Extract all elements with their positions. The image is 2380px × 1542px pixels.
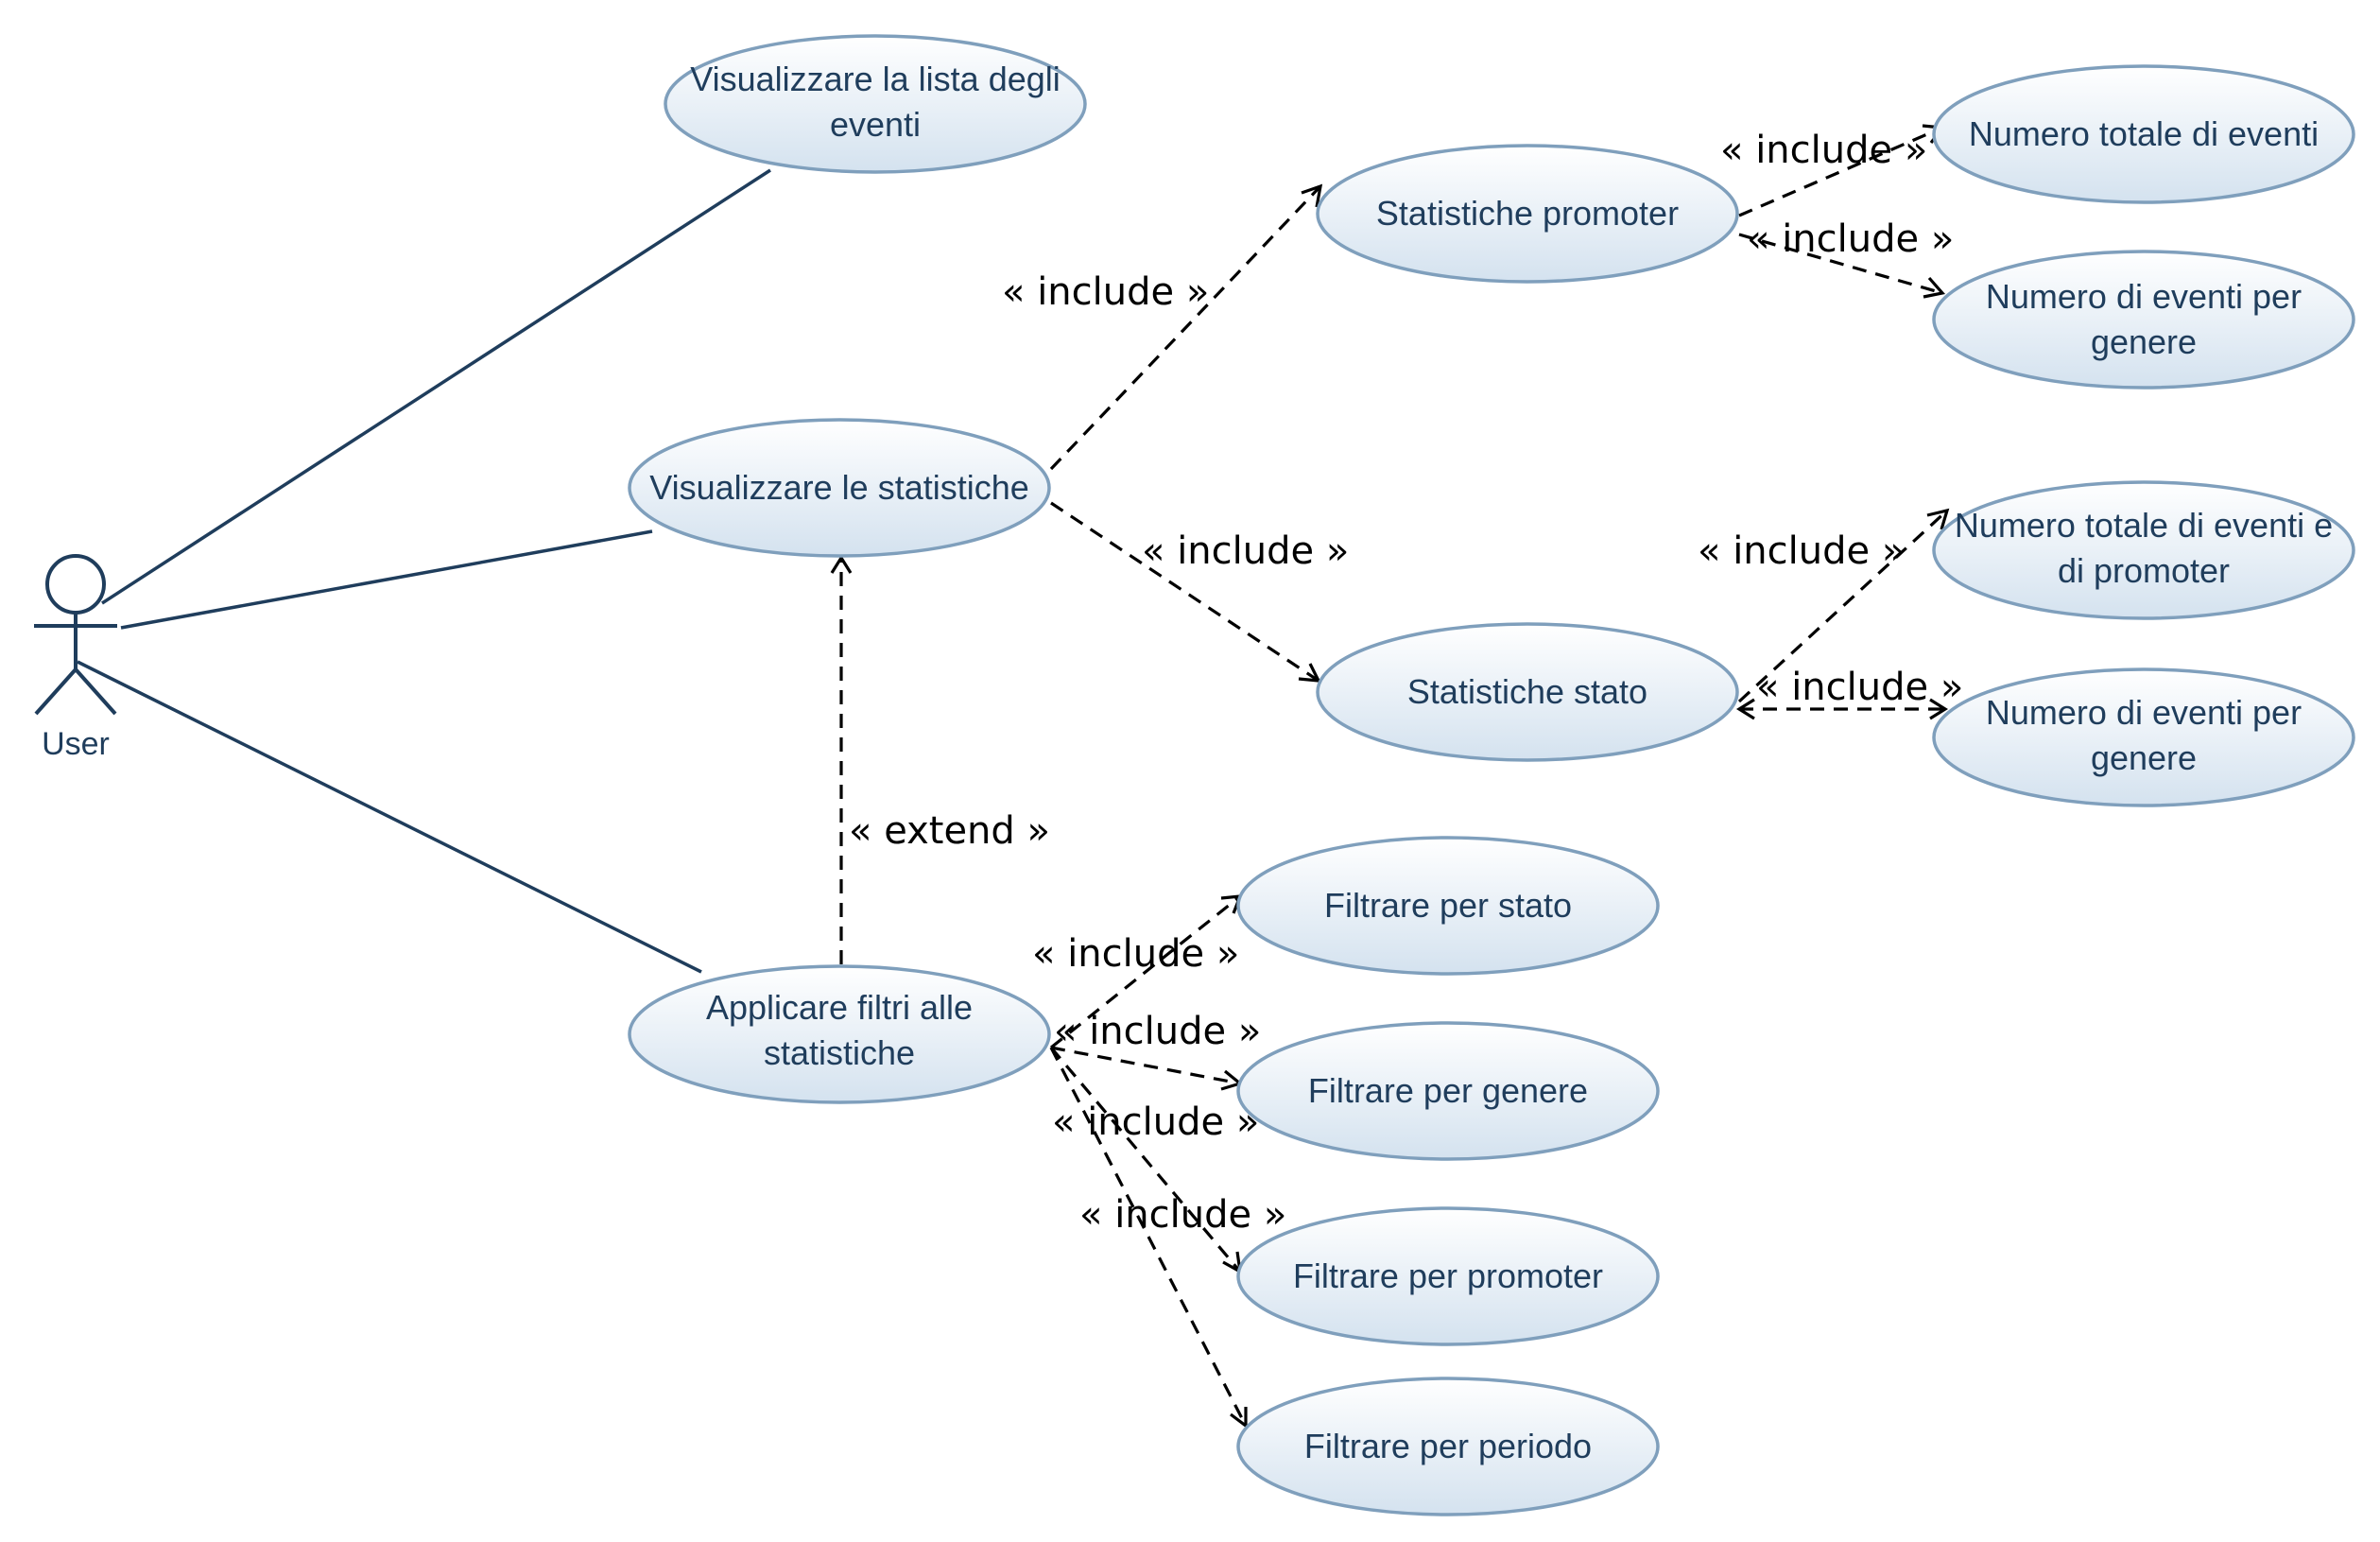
use-case-label: Filtrare per genere [1308, 1071, 1588, 1110]
dependencies [830, 124, 1950, 1429]
use-case-ellipse [1932, 667, 2355, 807]
use-case-label: Numero di eventi per [1986, 693, 2302, 732]
association-line [77, 660, 702, 974]
associations [77, 168, 771, 974]
use-case-label: Visualizzare le statistiche [649, 468, 1029, 507]
include-label: « include » [1720, 129, 1927, 172]
include-label: « include » [1756, 666, 1963, 709]
include-label: « include » [1142, 529, 1349, 573]
include-label: « include » [1002, 270, 1209, 314]
use-case-ellipse [1932, 480, 2355, 620]
stick-figure-actor-icon [34, 554, 117, 716]
use-case-ellipse [628, 418, 1051, 558]
use-case-ellipse [1932, 64, 2355, 204]
use-case-ellipse [1236, 836, 1660, 976]
use-case-label: genere [2091, 738, 2197, 777]
arrowhead [830, 554, 853, 574]
use-case-label: Statistiche promoter [1376, 194, 1679, 233]
actor-label: User [42, 726, 110, 762]
arrowhead [1230, 1407, 1248, 1429]
use-case-num-eventi-genere-1[interactable]: Numero di eventi per genere [1932, 250, 2355, 390]
use-case-label: Filtrare per stato [1324, 886, 1572, 925]
arrowhead [1923, 276, 1946, 299]
use-case-lista-eventi[interactable]: Visualizzare la lista degli eventi [664, 34, 1087, 174]
use-case-label: di promoter [2058, 551, 2230, 590]
association-line [101, 168, 771, 605]
include-label: « include » [1032, 932, 1239, 976]
use-case-label: Visualizzare la lista degli [690, 60, 1061, 98]
use-case-statistiche[interactable]: Visualizzare le statistiche [628, 418, 1051, 558]
use-case-label: Numero totale di eventi e [1955, 506, 2333, 545]
use-case-ellipse [628, 964, 1051, 1104]
use-case-stat-stato[interactable]: Statistiche stato [1316, 622, 1739, 762]
use-case-label: Statistiche stato [1407, 672, 1647, 711]
use-case-ellipse [1932, 250, 2355, 390]
include-label: « include » [1079, 1193, 1286, 1237]
include-label: « include » [1698, 529, 1905, 573]
include-dependency [1050, 894, 1241, 1049]
use-case-label: Applicare filtri alle [706, 988, 973, 1027]
use-case-ellipse [1316, 144, 1739, 284]
include-dependency [1738, 126, 1943, 217]
association-line [120, 529, 653, 630]
use-case-ellipse [1236, 1206, 1660, 1346]
use-case-label: statistiche [764, 1033, 915, 1072]
use-case-stat-promoter[interactable]: Statistiche promoter [1316, 144, 1739, 284]
include-dependency [1049, 184, 1322, 471]
use-case-ellipse [1236, 1377, 1660, 1516]
include-dependency [1050, 501, 1319, 683]
arrowhead [1298, 663, 1321, 683]
use-case-label: Numero totale di eventi [1969, 114, 2319, 153]
actor-user[interactable]: User [34, 554, 117, 762]
use-case-filtra-promoter[interactable]: Filtrare per promoter [1236, 1206, 1660, 1346]
arrowhead [1926, 508, 1950, 530]
include-label: « include » [1054, 1010, 1261, 1053]
include-label: « include » [1052, 1100, 1259, 1144]
use-case-label: genere [2091, 322, 2197, 361]
arrowhead [1735, 698, 1755, 720]
use-case-filtra-genere[interactable]: Filtrare per genere [1236, 1021, 1660, 1161]
use-case-label: Filtrare per promoter [1293, 1256, 1603, 1295]
include-label: « include » [1747, 217, 1954, 261]
use-case-ellipse [1316, 622, 1739, 762]
include-dependency [1050, 1046, 1241, 1085]
use-case-label: eventi [830, 105, 921, 144]
use-case-num-totale-eventi[interactable]: Numero totale di eventi [1932, 64, 2355, 204]
arrowhead [1929, 698, 1949, 720]
use-case-label: Numero di eventi per [1986, 277, 2302, 316]
include-dependency [1049, 1046, 1242, 1273]
arrowhead [1301, 183, 1323, 208]
use-case-label: Filtrare per periodo [1304, 1427, 1592, 1465]
relationship-labels: « include » « include » « include » « in… [849, 129, 1963, 1237]
include-dependency [1738, 233, 1943, 295]
use-case-filtri[interactable]: Applicare filtri alle statistiche [628, 964, 1051, 1104]
use-case-num-eventi-genere-2[interactable]: Numero di eventi per genere [1932, 667, 2355, 807]
use-case-ellipse [664, 34, 1087, 174]
use-case-filtra-periodo[interactable]: Filtrare per periodo [1236, 1377, 1660, 1516]
use-case-filtra-stato[interactable]: Filtrare per stato [1236, 836, 1660, 976]
use-case-num-totale-eventi-promoter[interactable]: Numero totale di eventi e di promoter [1932, 480, 2355, 620]
extend-label: « extend » [849, 809, 1050, 853]
use-case-ellipse [1236, 1021, 1660, 1161]
